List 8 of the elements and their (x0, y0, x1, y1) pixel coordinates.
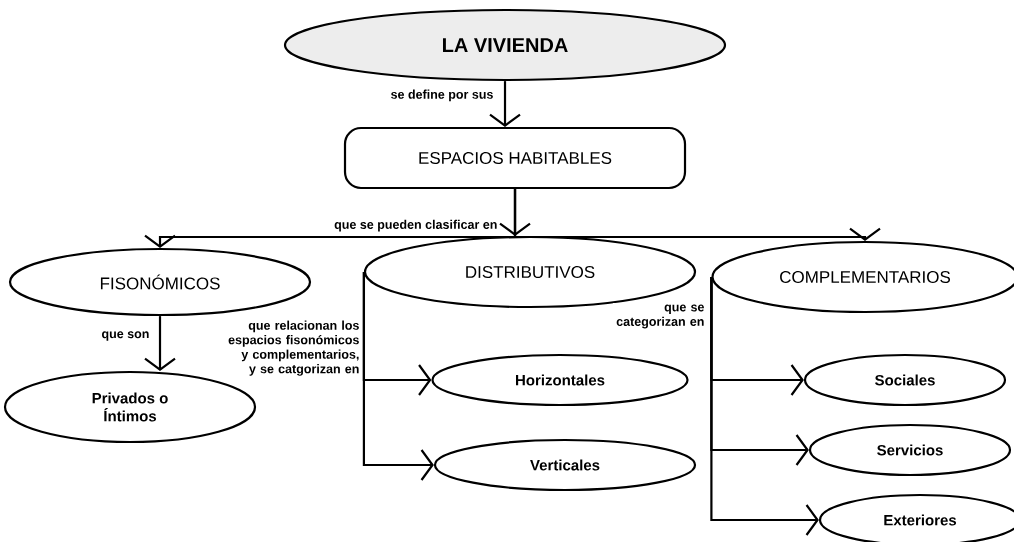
edge-label: que se pueden clasificar en (332, 218, 499, 233)
arrow (362, 272, 434, 481)
arrow (710, 277, 819, 536)
edge-label: que son (100, 329, 151, 343)
arrow (513, 189, 881, 241)
edge-label: que se categorizan en (612, 303, 706, 330)
process-box: ESPACIOS HABITABLES (343, 126, 687, 190)
edge-label: se define por sus (389, 88, 495, 103)
